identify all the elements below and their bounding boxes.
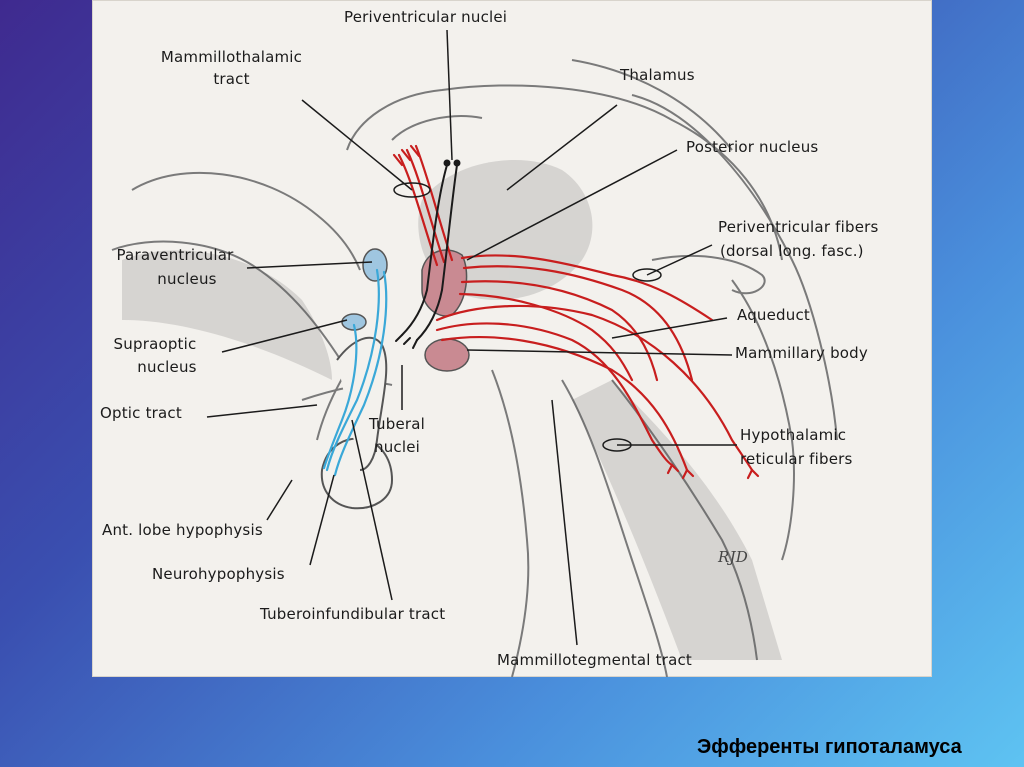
label-neurohypophysis: Neurohypophysis [152,565,285,583]
leader-periventricular-nuclei [446,29,453,161]
label-mammillothalamic-tract-line2: tract [213,70,250,88]
label-optic-tract: Optic tract [100,404,182,422]
anatomy-drawing [111,29,838,677]
label-hypothalamic-reticular-fibers-line2: reticular fibers [740,450,853,468]
mammillary-body-blob [424,338,470,372]
hypothalamus-efferents-figure: Periventricular nuclei Mammillothalamic … [92,0,932,677]
aqueduct-contour [651,254,766,295]
leader-mammillothalamic-tract [301,99,413,191]
leader-neurohypophysis [309,474,335,566]
blue-fibers [322,268,388,477]
leader-mammillotegmental-tract [551,399,578,646]
label-mammillotegmental-tract: Mammillotegmental tract [497,651,692,669]
label-supraoptic-nucleus-line2: nucleus [137,358,197,376]
leader-ant-lobe-hypophysis [266,479,293,521]
label-thalamus: Thalamus [620,66,695,84]
label-paraventricular-nucleus-line2: nucleus [157,270,217,288]
leader-optic-tract [206,404,318,418]
leader-supraoptic-nucleus [221,319,348,353]
thalamus-upper-contour [346,84,783,261]
leader-mammillary-body [466,349,733,356]
nuclei [341,248,470,372]
label-supraoptic-nucleus-line1: Supraoptic [113,335,197,353]
label-tuberal-nuclei-line1: Tuberal [368,415,426,433]
leader-tuberoinfundibular-tract [351,419,393,601]
label-aqueduct: Aqueduct [737,306,811,324]
label-posterior-nucleus: Posterior nucleus [686,138,819,156]
leader-periventricular-fibers [646,244,713,276]
label-ant-lobe-hypophysis: Ant. lobe hypophysis [102,521,263,539]
label-tuberal-nuclei-line2: nuclei [373,438,421,456]
hypophysis [320,336,394,510]
black-fibers [395,159,461,349]
label-hypothalamic-reticular-fibers-line1: Hypothalamic [740,426,847,444]
brainstem-left-edge [491,369,530,677]
leader-aqueduct [611,317,728,339]
slide-caption: Эфференты гипоталамуса [697,736,962,758]
label-tuberoinfundibular-tract: Tuberoinfundibular tract [260,605,446,623]
label-periventricular-nuclei: Periventricular nuclei [344,8,508,26]
red-fibers [392,144,760,480]
label-periventricular-fibers-line1: Periventricular fibers [718,218,879,236]
stalk-shape [336,336,388,471]
leader-posterior-nucleus [466,149,678,261]
frontal-fold-upper [131,171,361,271]
brain-outline [111,59,838,677]
leader-thalamus [506,104,618,191]
label-paraventricular-nucleus-line1: Paraventricular [116,246,234,264]
leader-lines [206,29,737,646]
artist-signature: RJD [718,548,748,566]
label-mammillothalamic-tract-line1: Mammillothalamic [160,48,303,66]
label-mammillary-body: Mammillary body [735,344,868,362]
posterior-contour [631,94,838,441]
paraventricular-nucleus-blob [362,248,388,282]
frontal-fold-lower [111,240,348,371]
leader-paraventricular-nucleus [246,261,373,269]
label-periventricular-fibers-line2: (dorsal long. fasc.) [720,242,864,260]
